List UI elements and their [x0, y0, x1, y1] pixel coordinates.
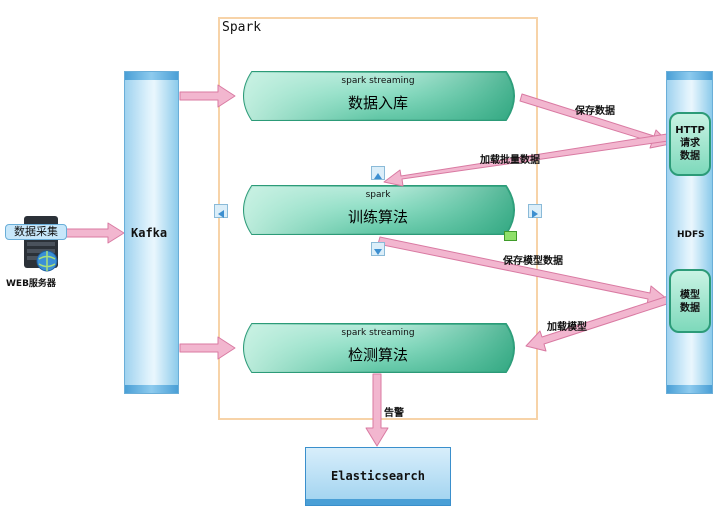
- arrow-save-model: [377, 236, 668, 306]
- pill-detect-shape: [243, 323, 515, 373]
- arrow-server-kafka: [65, 222, 125, 244]
- model-data-box: 模型 数据: [669, 269, 711, 333]
- edge-label-load-batch: 加载批量数据: [480, 155, 540, 166]
- up-arrow-icon[interactable]: [371, 166, 385, 180]
- http-box-line-3: 数据: [680, 151, 700, 162]
- ingest-sublabel: spark streaming: [341, 76, 415, 86]
- green-handle-icon[interactable]: [504, 231, 517, 241]
- kafka-label: Kafka: [131, 226, 168, 240]
- pill-train-shape: [243, 185, 515, 235]
- arrow-load-model: [525, 295, 671, 352]
- http-box-line-1: HTTP: [675, 125, 705, 136]
- detect-label: 检测算法: [347, 346, 408, 364]
- edge-label-load-model: 加载模型: [547, 322, 587, 333]
- train-sublabel: spark: [365, 190, 391, 200]
- train-label: 训练算法: [347, 208, 408, 226]
- ingest-node: spark streaming 数据入库: [238, 76, 518, 113]
- arrow-save-data: [519, 93, 671, 149]
- right-arrow-icon[interactable]: [528, 204, 542, 218]
- spark-title: Spark: [222, 20, 262, 35]
- model-box-line-2: 数据: [680, 303, 700, 314]
- hdfs-label: HDFS: [677, 230, 705, 240]
- model-box-line-1: 模型: [680, 290, 700, 301]
- data-collection-tag: 数据采集: [5, 224, 67, 240]
- kafka-column: [124, 71, 179, 394]
- elasticsearch-label: Elasticsearch: [331, 469, 425, 483]
- http-box-line-2: 请求: [680, 138, 700, 149]
- arrow-kafka-ingest: [179, 84, 236, 108]
- edge-label-save-model: 保存模型数据: [503, 256, 563, 267]
- edge-label-save-data: 保存数据: [575, 106, 615, 117]
- arrow-load-batch: [383, 133, 669, 187]
- edge-label-alert: 告警: [384, 408, 404, 419]
- train-node: spark 训练算法: [238, 190, 518, 227]
- detect-sublabel: spark streaming: [341, 328, 415, 338]
- elasticsearch-box: Elasticsearch: [305, 447, 451, 506]
- ingest-label: 数据入库: [347, 94, 408, 112]
- http-data-box: HTTP 请求 数据: [669, 112, 711, 176]
- pill-ingest-shape: [243, 71, 515, 121]
- web-server-label: WEB服务器: [6, 279, 56, 289]
- arrow-kafka-detect: [179, 336, 236, 360]
- detect-node: spark streaming 检测算法: [238, 328, 518, 365]
- down-arrow-icon[interactable]: [371, 242, 385, 256]
- left-arrow-icon[interactable]: [214, 204, 228, 218]
- arrow-alert: [365, 373, 389, 447]
